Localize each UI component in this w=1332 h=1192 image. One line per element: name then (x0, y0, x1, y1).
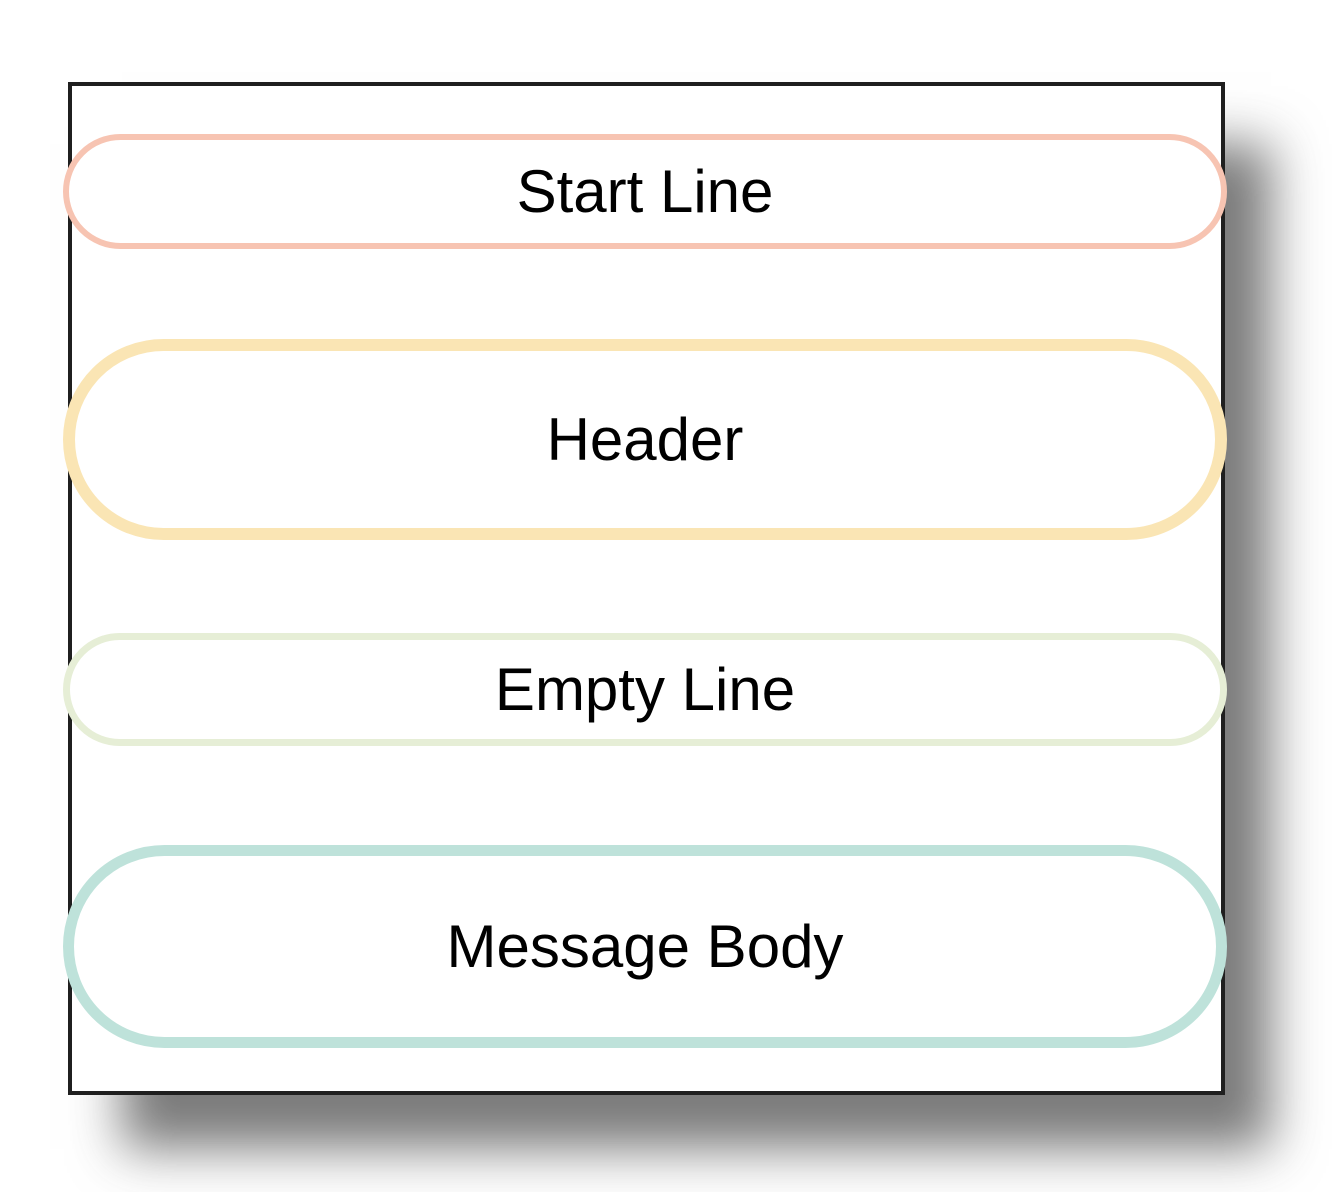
start-line-label: Start Line (516, 157, 774, 225)
empty-line-label: Empty Line (494, 655, 796, 723)
header-box: Header (63, 339, 1227, 540)
empty-line-box: Empty Line (63, 633, 1227, 746)
message-body-box: Message Body (63, 845, 1227, 1048)
header-label: Header (546, 405, 744, 473)
start-line-box: Start Line (63, 134, 1227, 249)
http-message-box: Start Line Header Empty Line Message Bod… (63, 82, 1227, 1095)
message-body-label: Message Body (446, 912, 844, 980)
